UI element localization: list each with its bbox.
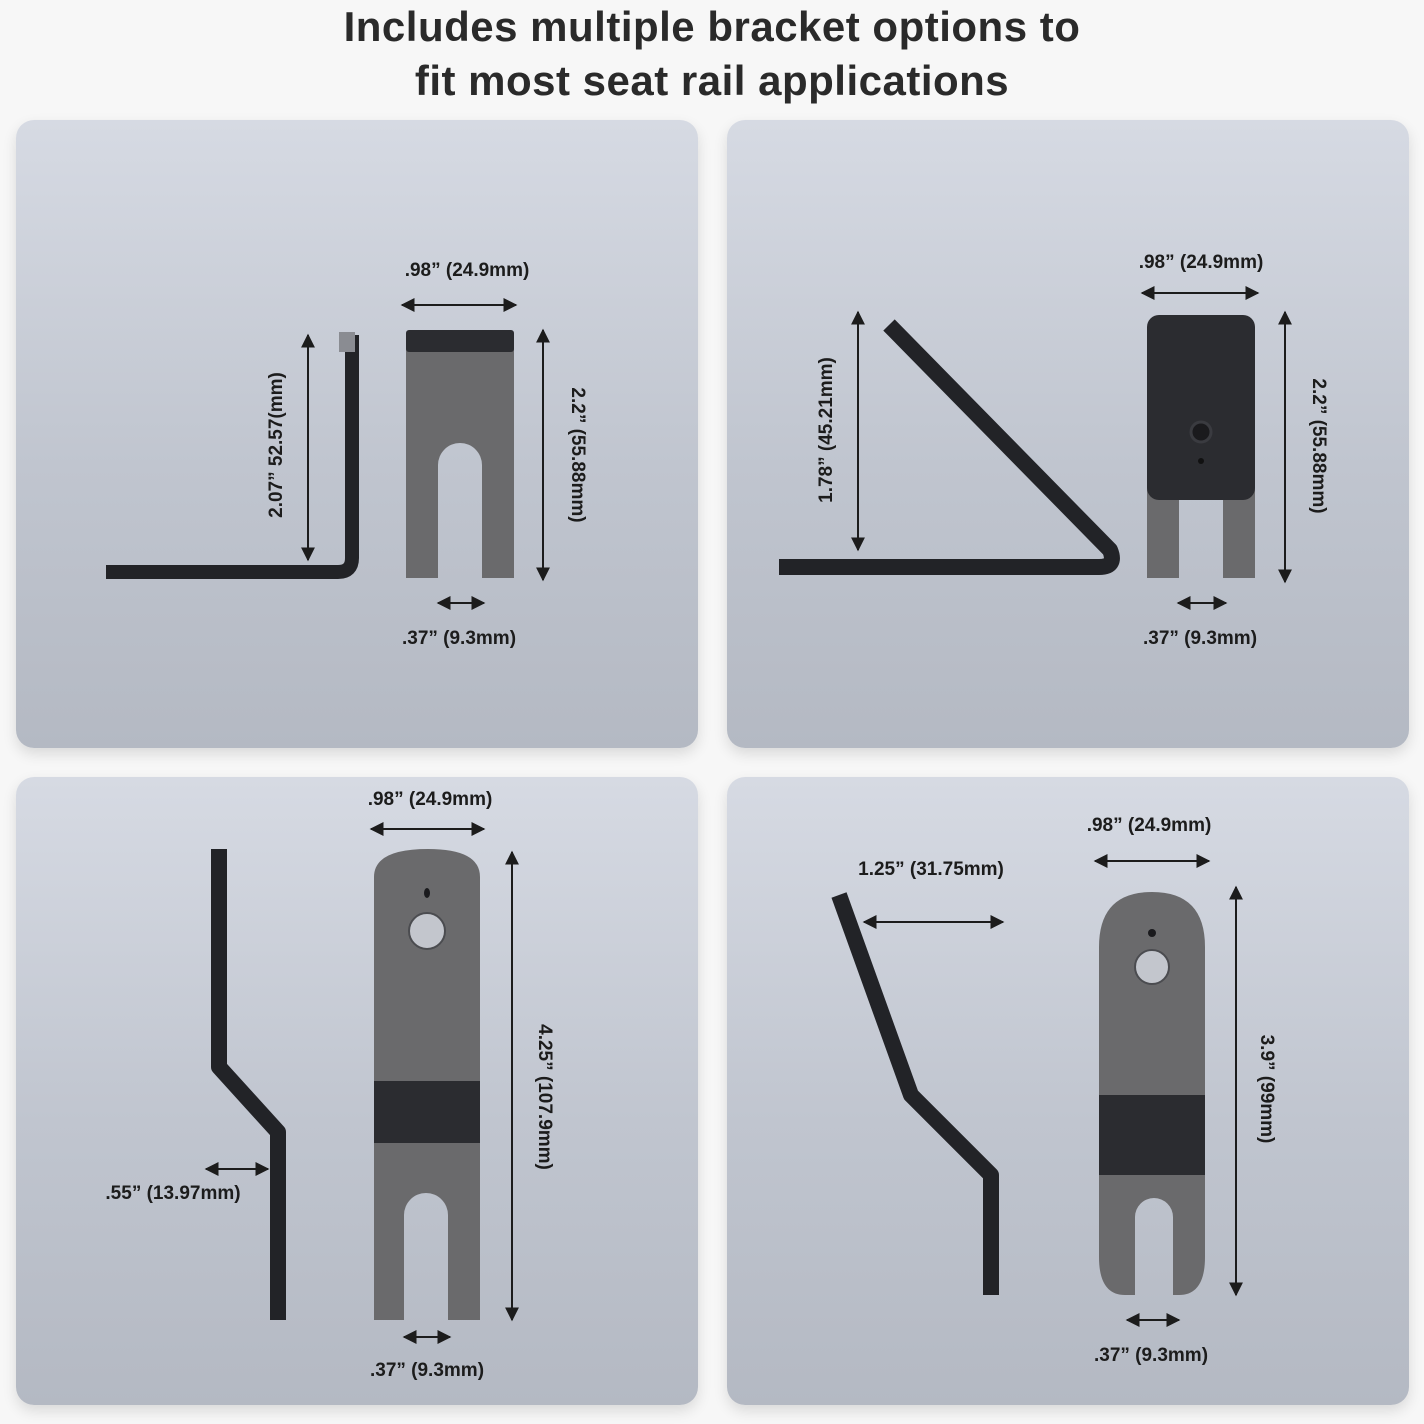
angled-bracket-side-profile: [779, 319, 1120, 575]
long-offset-bracket-front-plate: [1099, 892, 1205, 1295]
offset-bracket-fold: [374, 1081, 480, 1143]
bracket-long-offset-drawing: .98” (24.9mm) 3.9” (99mm) .37” (9.3mm) 1…: [831, 815, 1277, 1366]
offset-label: .55” (13.97mm): [105, 1183, 240, 1204]
angled-bracket-upper-plate: [1147, 315, 1255, 500]
reach-label: 1.25” (31.75mm): [858, 859, 1004, 880]
long-offset-bracket-side-profile: [831, 892, 999, 1295]
mount-hole: [1189, 420, 1213, 444]
bracket-panel-long-offset: .98” (24.9mm) 3.9” (99mm) .37” (9.3mm) 1…: [727, 777, 1409, 1405]
l-bracket-top-edge: [339, 332, 355, 352]
headline-line-2: fit most seat rail applications: [414, 57, 1010, 104]
side-label: 1.78” (45.21mm): [816, 357, 837, 503]
bracket-panel-offset: .98” (24.9mm) 4.25” (107.9mm) .37” (9.3m…: [16, 777, 698, 1405]
l-bracket-front-plate: [406, 348, 514, 578]
side-label: 2.07” 52.57(mm): [266, 372, 287, 518]
width-label: .98” (24.9mm): [405, 260, 530, 281]
bracket-angled-drawing: .98” (24.9mm) 2.2” (55.88mm) .37” (9.3mm…: [779, 252, 1329, 649]
headline: Includes multiple bracket options to fit…: [0, 0, 1424, 108]
width-label: .98” (24.9mm): [368, 789, 493, 810]
height-label: 3.9” (99mm): [1256, 1035, 1277, 1144]
bracket-l-shape-drawing: .98” (24.9mm) 2.2” (55.88mm) .37” (9.3mm…: [106, 260, 588, 649]
height-label: 4.25” (107.9mm): [534, 1024, 555, 1170]
width-label: .98” (24.9mm): [1087, 815, 1212, 836]
long-offset-bracket-fold: [1099, 1095, 1205, 1175]
pilot-hole: [1198, 458, 1204, 464]
slot-label: .37” (9.3mm): [370, 1360, 484, 1381]
slot-label: .37” (9.3mm): [1143, 628, 1257, 649]
l-bracket-side-profile: [106, 335, 359, 579]
mount-hole: [1134, 949, 1170, 985]
bracket-panel-angled: .98” (24.9mm) 2.2” (55.88mm) .37” (9.3mm…: [727, 120, 1409, 748]
slot-label: .37” (9.3mm): [402, 628, 516, 649]
mount-hole: [408, 912, 446, 950]
height-label: 2.2” (55.88mm): [567, 387, 588, 522]
pilot-hole: [424, 888, 430, 898]
slot-label: .37” (9.3mm): [1094, 1345, 1208, 1366]
headline-line-1: Includes multiple bracket options to: [343, 3, 1081, 50]
l-bracket-top-fold: [406, 330, 514, 352]
bracket-panel-l-shape: .98” (24.9mm) 2.2” (55.88mm) .37” (9.3mm…: [16, 120, 698, 748]
height-label: 2.2” (55.88mm): [1308, 378, 1329, 513]
width-label: .98” (24.9mm): [1139, 252, 1264, 273]
pilot-hole: [1148, 929, 1156, 937]
offset-bracket-side-profile: [211, 849, 286, 1320]
bracket-offset-drawing: .98” (24.9mm) 4.25” (107.9mm) .37” (9.3m…: [105, 789, 555, 1381]
